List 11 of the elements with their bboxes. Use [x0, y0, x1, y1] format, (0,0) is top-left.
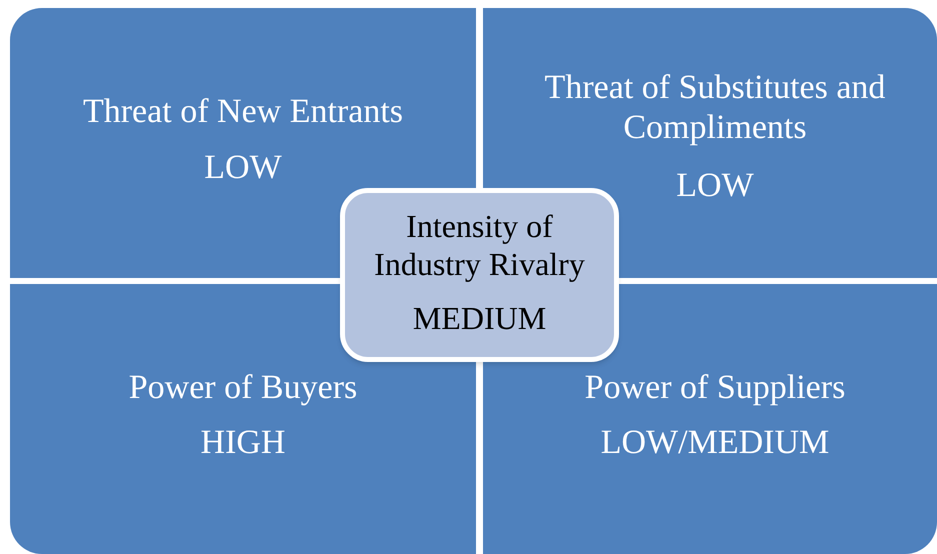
force-title: Threat of Substitutes and Compliments: [544, 68, 886, 148]
force-rating: MEDIUM: [412, 299, 548, 337]
force-title: Intensity of Industry Rivalry: [373, 207, 586, 283]
center-box: [340, 188, 619, 362]
force-title: Power of Buyers: [128, 368, 358, 408]
force-title: Power of Suppliers: [584, 368, 846, 408]
force-rating: HIGH: [200, 423, 286, 463]
force-title: Threat of New Entrants: [82, 92, 404, 132]
force-rating: LOW: [675, 166, 755, 206]
force-rating: LOW/MEDIUM: [600, 423, 830, 463]
force-rating: LOW: [203, 148, 283, 188]
